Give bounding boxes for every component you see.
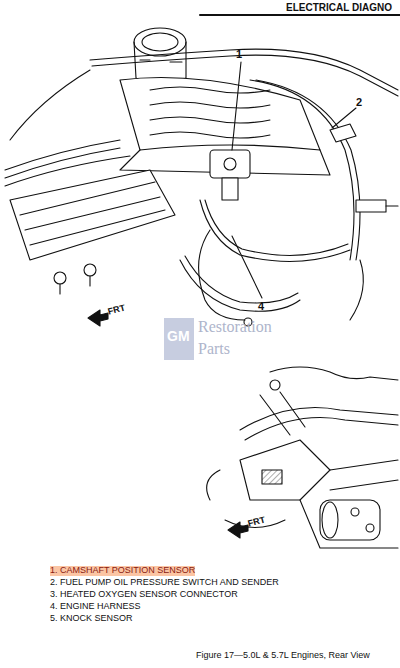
legend-item: 5. KNOCK SENSOR [50,614,133,624]
watermark: Parts [198,340,230,358]
figure-caption: Figure 17—5.0L & 5.7L Engines, Rear View [196,651,370,661]
leader-line [332,108,356,128]
engine-block-lower [207,367,398,548]
callout-number: 4 [258,300,264,312]
callout-number: 1 [236,48,242,60]
valve-cover [5,70,175,294]
hose [180,256,300,311]
watermark: GM [167,329,190,344]
watermark: Restoration [198,318,272,336]
legend-item: 3. HEATED OXYGEN SENSOR CONNECTOR [50,590,238,600]
legend-item: 2. FUEL PUMP OIL PRESSURE SWITCH AND SEN… [50,578,279,588]
leader-line [232,62,241,150]
page-header: ELECTRICAL DIAGNO [286,2,392,13]
legend-item: 1. CAMSHAFT POSITION SENSOR [50,566,195,576]
leader-line [232,236,262,298]
intake-manifold [120,78,330,176]
legend-item: 4. ENGINE HARNESS [50,602,141,612]
front-label: FRT [107,303,126,317]
callout-number: 2 [356,96,362,108]
header-rule [200,14,400,16]
front-arrow [88,310,108,326]
front-arrow [228,522,248,538]
camshaft-position-sensor [210,150,250,200]
watermark-logo [164,318,194,360]
